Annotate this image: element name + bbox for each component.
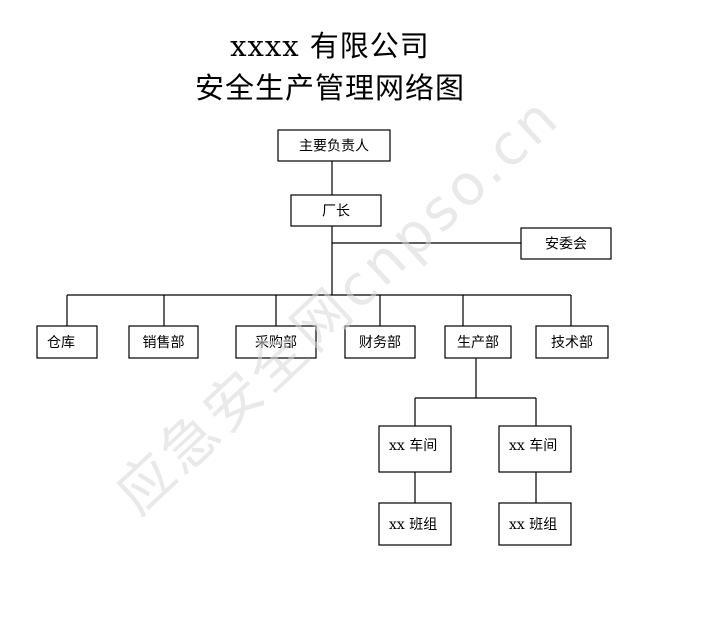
node-label: 生产部 bbox=[457, 335, 499, 351]
node-box bbox=[235, 325, 317, 359]
node-label: 仓库 bbox=[47, 335, 75, 351]
node-label: 财务部 bbox=[359, 335, 401, 351]
node-label: 采购部 bbox=[255, 335, 297, 351]
node-technology: 技术部 bbox=[535, 325, 609, 359]
node-label: 安委会 bbox=[545, 237, 587, 253]
node-label: 主要负责人 bbox=[299, 139, 369, 155]
node-box bbox=[128, 325, 199, 359]
node-label: xx 班组 bbox=[509, 517, 557, 533]
node-label: 销售部 bbox=[143, 335, 185, 351]
node-label: 厂长 bbox=[322, 204, 350, 220]
node-box bbox=[520, 227, 612, 260]
node-head: 主要负责人 bbox=[277, 129, 391, 162]
node-purchasing: 采购部 bbox=[235, 325, 317, 359]
node-finance: 财务部 bbox=[344, 325, 416, 359]
node-workshop1: xx 车间 bbox=[378, 425, 452, 473]
node-factory: 厂长 bbox=[290, 194, 382, 227]
node-team1: xx 班组 bbox=[378, 502, 452, 546]
node-box bbox=[36, 325, 98, 359]
node-label: xx 车间 bbox=[509, 437, 557, 454]
node-safety: 安委会 bbox=[520, 227, 612, 260]
node-label: 技术部 bbox=[551, 335, 593, 351]
connector-lines bbox=[66, 161, 572, 503]
node-box bbox=[498, 502, 572, 546]
node-box bbox=[378, 502, 452, 546]
chart-title: 安全生产管理网络图 bbox=[194, 71, 465, 105]
node-production: 生产部 bbox=[444, 325, 512, 359]
node-warehouse: 仓库 bbox=[36, 325, 98, 359]
node-box bbox=[344, 325, 416, 359]
node-sales: 销售部 bbox=[128, 325, 199, 359]
node-box bbox=[498, 425, 572, 473]
company-title: xxxx 有限公司 bbox=[230, 29, 430, 63]
node-box bbox=[290, 194, 382, 227]
node-box bbox=[535, 325, 609, 359]
node-box bbox=[444, 325, 512, 359]
node-workshop2: xx 车间 bbox=[498, 425, 572, 473]
node-box bbox=[277, 129, 391, 162]
node-label: xx 班组 bbox=[389, 517, 437, 533]
node-label: xx 车间 bbox=[389, 437, 437, 454]
node-team2: xx 班组 bbox=[498, 502, 572, 546]
node-box bbox=[378, 425, 452, 473]
